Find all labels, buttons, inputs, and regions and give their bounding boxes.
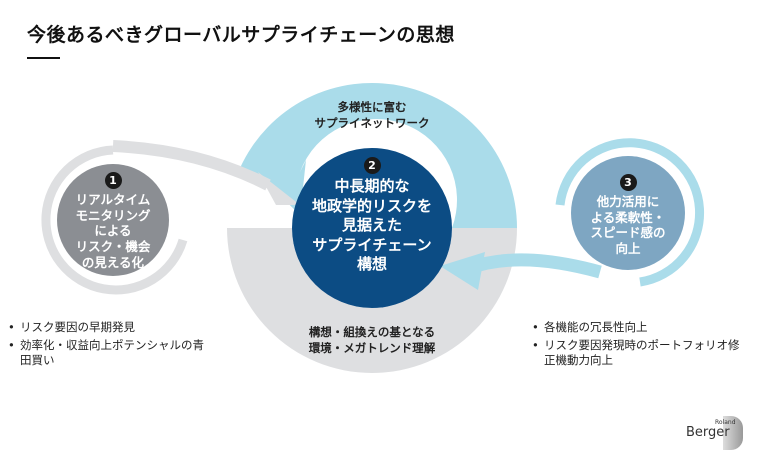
gray-ring-arc (227, 228, 517, 373)
title-underline (27, 57, 60, 59)
circle-2-line: 見据えた (341, 216, 402, 234)
circle-3-text: 3 他力活用に よる柔軟性・ スピード感の 向上 (578, 174, 678, 257)
bullet-item: 効率化・収益向上ポテンシャルの青田買い (6, 338, 206, 369)
number-badge-3: 3 (619, 174, 637, 191)
bullet-item: 各機能の冗長性向上 (530, 320, 745, 336)
blue-ring-circle3 (555, 138, 705, 287)
circle-3 (571, 156, 685, 270)
top-arc-label-line: 多様性に富む (337, 100, 407, 114)
circle-1-line: の見える化 (81, 254, 145, 270)
circle-2-line: 地政学的リスクを (311, 196, 432, 215)
top-arc-label: 多様性に富む サプライネットワーク (302, 100, 442, 131)
circle-3-line: よる柔軟性・ (590, 209, 666, 225)
bottom-arc-label-line: 環境・メガトレンド理解 (308, 340, 436, 355)
circle-1-line: リアルタイム (75, 192, 151, 207)
number-badge-1: 1 (104, 172, 122, 189)
bullets-left: リスク要因の早期発見 効率化・収益向上ポテンシャルの青田買い (6, 320, 206, 371)
bullets-right: 各機能の冗長性向上 リスク要因発現時のポートフォリオ修正機動力向上 (530, 320, 745, 371)
circle-1-line: による (94, 223, 132, 239)
number-badge-2: 2 (363, 157, 381, 174)
circle-3-line: スピード感の (590, 225, 666, 241)
logo-b-mark (723, 416, 743, 450)
bottom-arc-label-line: 構想・組換えの基となる (308, 325, 436, 339)
circle-2 (292, 148, 452, 308)
gray-ring-circle1 (41, 145, 188, 295)
circle-1 (57, 164, 169, 276)
arrow-circle1-to-circle2 (112, 140, 271, 191)
logo-line2: Berger (686, 425, 730, 440)
circle-1-text: 1 リアルタイム モニタリング による リスク・機会 の見える化 (63, 172, 163, 270)
circle-2-text: 2 中長期的な 地政学的リスクを 見据えた サプライチェーン 構想 (297, 155, 447, 275)
bullet-item: リスク要因の早期発見 (6, 320, 206, 336)
bullet-item: リスク要因発現時のポートフォリオ修正機動力向上 (530, 338, 745, 369)
circle-2-line: サプライチェーン (312, 235, 432, 254)
blue-ring-arc (240, 83, 517, 228)
circle-2-line: 中長期的な (334, 177, 410, 195)
circle-1-line: リスク・機会 (75, 238, 151, 254)
circle-2-line: 構想 (356, 255, 387, 273)
logo-line1: Roland (715, 419, 736, 426)
page-title: 今後あるべきグローバルサプライチェーンの思想 (27, 24, 455, 46)
roland-berger-logo: Roland Berger (686, 412, 750, 452)
circle-1-line: モニタリング (75, 207, 151, 223)
circle-3-line: 他力活用に (596, 194, 660, 209)
circle-3-line: 向上 (615, 240, 641, 256)
top-arc-label-line: サプライネットワーク (314, 115, 430, 130)
bottom-arc-label: 構想・組換えの基となる 環境・メガトレンド理解 (292, 325, 452, 356)
